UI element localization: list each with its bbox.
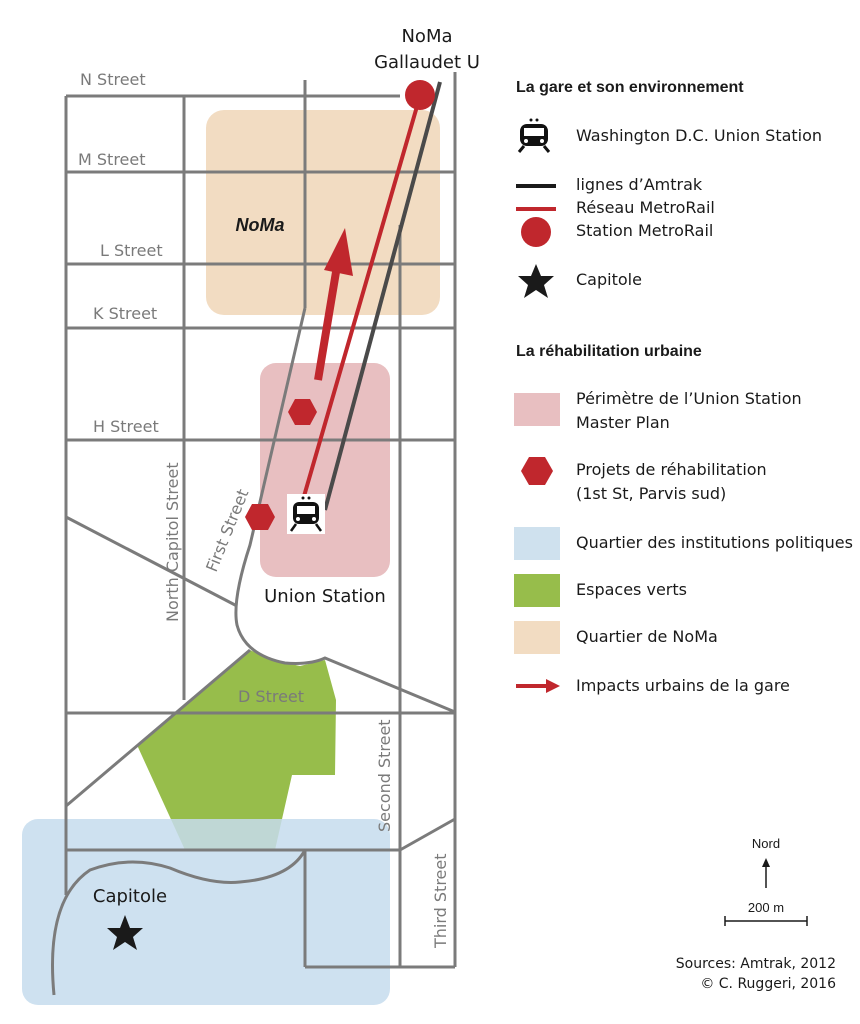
legend-section-title: La gare et son environnement: [516, 79, 744, 96]
hexagon-icon: [521, 457, 553, 485]
area-label: NoMa: [236, 215, 285, 235]
arrow-head: [324, 228, 353, 276]
blue-area-swatch: [514, 527, 560, 560]
scale-bar: [724, 916, 808, 926]
legend-label: Réseau MetroRail: [576, 198, 715, 217]
street-label: Second Street: [375, 719, 394, 832]
station-label: Gallaudet U: [374, 52, 480, 73]
area-label: Capitole: [93, 886, 167, 907]
sources-line: Sources: Amtrak, 2012: [675, 956, 836, 972]
street-label: H Street: [93, 417, 159, 436]
street-label: D Street: [238, 687, 304, 706]
scale-label: 200 m: [748, 900, 784, 915]
street-label: North Capitol Street: [163, 462, 182, 622]
legend-label: Quartier de NoMa: [576, 627, 718, 646]
star-icon: [107, 915, 143, 950]
legend-label: Espaces verts: [576, 580, 687, 599]
beige-area-swatch: [514, 621, 560, 654]
train-icon: [517, 118, 551, 153]
star-icon: [518, 264, 554, 298]
street-label: Third Street: [431, 853, 450, 949]
legend-label: Washington D.C. Union Station: [576, 126, 823, 145]
political-institutions-area: [22, 819, 390, 1005]
amtrak-line: [323, 81, 442, 511]
green-area-swatch: [514, 574, 560, 607]
legend-label: Projets de réhabilitation: [576, 460, 767, 479]
legend-label: Impacts urbains de la gare: [576, 676, 790, 695]
street-grid: [51, 72, 457, 996]
street-label: M Street: [78, 150, 146, 169]
pink-area-swatch: [514, 393, 560, 426]
legend-label: Master Plan: [576, 413, 670, 432]
train-icon: [287, 494, 325, 534]
hexagon-icon: [288, 399, 317, 425]
street-label: K Street: [93, 304, 157, 323]
legend-section-title: La réhabilitation urbaine: [516, 343, 702, 360]
street-label: N Street: [80, 70, 146, 89]
copyright-line: © C. Ruggeri, 2016: [700, 976, 836, 992]
area-label: Union Station: [264, 586, 386, 607]
metrorail-line: [298, 95, 422, 511]
legend-label: Quartier des institutions politiques: [576, 533, 853, 552]
master-plan-area: [260, 363, 390, 577]
legend-label: Station MetroRail: [576, 221, 714, 240]
green-space: [137, 650, 336, 850]
legend-label: Capitole: [576, 270, 642, 289]
urban-impact-arrow: [314, 259, 342, 381]
hexagon-icon: [245, 504, 275, 530]
street-label: L Street: [100, 241, 163, 260]
station-label: NoMa: [401, 26, 452, 47]
legend-label: lignes d’Amtrak: [576, 175, 703, 194]
metrorail-station-swatch: [521, 217, 551, 247]
legend-label: (1st St, Parvis sud): [576, 484, 727, 503]
sources: Sources: Amtrak, 2012 © C. Ruggeri, 2016: [676, 954, 836, 994]
north-label: Nord: [752, 836, 780, 851]
legend-label: Périmètre de l’Union Station: [576, 389, 802, 408]
metrorail-station-noma: [405, 80, 435, 110]
